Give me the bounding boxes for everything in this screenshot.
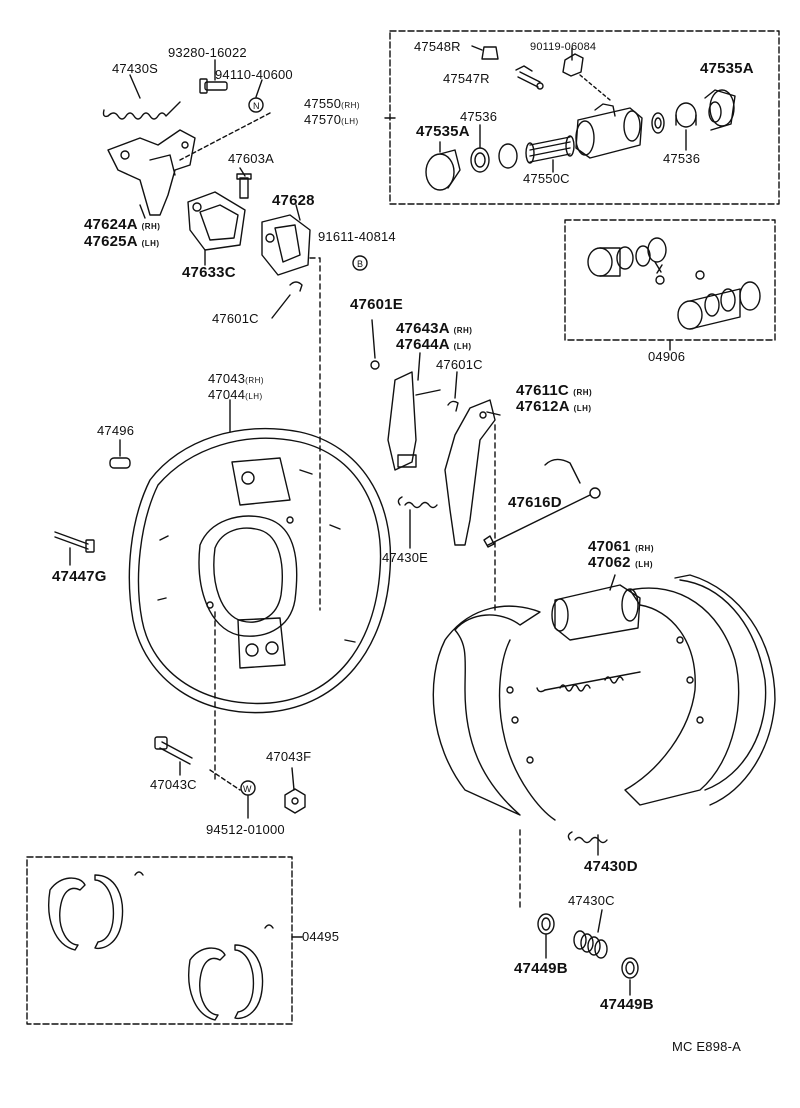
- callout-47449B-a: 47449B: [514, 960, 568, 977]
- callout-47633C: 47633C: [182, 264, 236, 281]
- callout-47430D: 47430D: [584, 858, 638, 875]
- spring-47430C-icon: [573, 930, 608, 959]
- parking-lever-47611C-icon: [444, 399, 496, 546]
- retainer-47449B-left-icon: [537, 913, 555, 935]
- piston-47536-right-icon: [675, 102, 697, 128]
- shoe-kit-04495-box: [26, 856, 293, 1025]
- adjuster-47430-spring-icon: [536, 671, 641, 693]
- adjuster-cable-47616D-icon: [483, 458, 601, 548]
- spring-47550C-icon: [525, 135, 575, 164]
- callout-04906: 04906: [648, 349, 686, 364]
- cup-icon: [651, 112, 665, 134]
- diagram-code: MC E898-A: [672, 1039, 741, 1054]
- shoe-kit-upper-icon: [48, 871, 144, 951]
- callout-47643A: 47643A (RH): [396, 320, 473, 337]
- clip-47601C-b-icon: [447, 400, 459, 412]
- backing-plate-47043-icon: [128, 427, 392, 714]
- callout-47043C: 47043C: [150, 777, 197, 792]
- callout-90119-06084: 90119-06084: [530, 41, 597, 53]
- nut-94110-icon: N: [248, 97, 264, 113]
- callout-47043F: 47043F: [266, 749, 312, 764]
- callout-47430S: 47430S: [112, 61, 159, 76]
- washer-94512-icon: W: [240, 780, 256, 796]
- bellcrank-47628-icon: [261, 214, 311, 276]
- callout-47062: 47062 (LH): [588, 554, 654, 571]
- callout-47535A-b: 47535A: [416, 123, 470, 140]
- callout-94110-40600: 94110-40600: [215, 67, 293, 82]
- spring-47430S-icon: [102, 101, 181, 120]
- callout-47624A: 47624A (RH): [84, 216, 161, 233]
- spring-47430E-icon: [397, 496, 438, 509]
- callout-47547R: 47547R: [443, 71, 490, 86]
- bolt-90119-icon: [562, 47, 584, 77]
- boot-47535A-left-icon: [425, 149, 461, 191]
- boot-47535A-right-icon: [704, 89, 736, 131]
- parking-brake-lever-icon: [107, 129, 196, 216]
- callout-47496: 47496: [97, 423, 135, 438]
- bolt-93280-icon: [199, 78, 228, 94]
- bleeder-cap-47548R-icon: [481, 46, 499, 60]
- shoe-kit-lower-icon: [188, 924, 274, 1021]
- pin-47603A-icon: [236, 173, 252, 199]
- svg-text:N: N: [253, 101, 260, 111]
- nut-47601E-icon: [370, 360, 380, 370]
- callout-47628: 47628: [272, 192, 315, 209]
- callout-47043: 47043(RH): [208, 371, 265, 386]
- svg-text:W: W: [243, 784, 252, 794]
- callout-93280-16022: 93280-16022: [168, 45, 247, 60]
- callout-47061: 47061 (RH): [588, 538, 654, 555]
- wheel-cylinder-47061-icon: [551, 584, 641, 641]
- callout-47601E: 47601E: [350, 296, 403, 313]
- callout-47570: 47570(LH): [304, 112, 359, 127]
- dust-cover-47633C-icon: [187, 191, 246, 251]
- cylinder-body-icon: [575, 103, 643, 159]
- svg-text:B: B: [357, 259, 363, 269]
- nut-47043F-icon: [284, 788, 306, 814]
- callout-47644A: 47644A (LH): [396, 336, 472, 353]
- callout-47601C-a: 47601C: [212, 311, 259, 326]
- cup-left-icon: [498, 143, 518, 169]
- bolt-47447G-icon: [54, 531, 95, 553]
- plug-91611-icon: B: [352, 255, 368, 271]
- callout-47616D: 47616D: [508, 494, 562, 511]
- callout-47536-a: 47536: [460, 109, 498, 124]
- callout-47535A-a: 47535A: [700, 60, 754, 77]
- callout-47625A: 47625A (LH): [84, 233, 160, 250]
- callout-47430C: 47430C: [568, 893, 615, 908]
- callout-47550C: 47550C: [523, 171, 570, 186]
- callout-47611C: 47611C (RH): [516, 382, 593, 399]
- callout-47550: 47550(RH): [304, 96, 361, 111]
- callout-04495: 04495: [302, 929, 340, 944]
- spring-47430D-icon: [567, 831, 608, 844]
- callout-47447G: 47447G: [52, 568, 107, 585]
- callout-47430E: 47430E: [382, 550, 429, 565]
- callout-47612A: 47612A (LH): [516, 398, 592, 415]
- callout-47601C-b: 47601C: [436, 357, 483, 372]
- repair-kit-04906-box: [564, 219, 776, 341]
- callout-47536-b: 47536: [663, 151, 701, 166]
- callout-47044: 47044(LH): [208, 387, 263, 402]
- shoe-strut-47643A-icon: [387, 371, 441, 471]
- callout-47449B-b: 47449B: [600, 996, 654, 1013]
- piston-47536-left-icon: [470, 147, 490, 173]
- repair-kit-parts-icon: [587, 237, 761, 330]
- callout-47548R: 47548R: [414, 39, 461, 54]
- brake-shoes-icon: [432, 574, 776, 821]
- clip-47601C-icon: [289, 281, 303, 292]
- bleeder-screw-47547R-icon: [515, 65, 544, 90]
- callout-47603A: 47603A: [228, 151, 275, 166]
- retainer-47449B-right-icon: [621, 957, 639, 979]
- bolt-47043C-icon: [154, 736, 193, 765]
- plug-47496-icon: [109, 457, 131, 469]
- callout-91611-40814: 91611-40814: [318, 229, 396, 244]
- callout-94512-01000: 94512-01000: [206, 822, 285, 837]
